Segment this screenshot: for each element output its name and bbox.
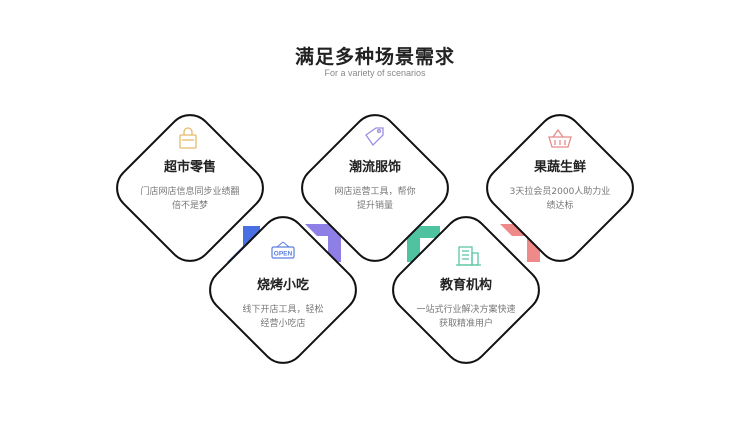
basket-icon [548, 128, 572, 148]
card-shape-bbq [209, 216, 357, 364]
connector-green [407, 226, 440, 262]
card-education[interactable]: 教育机构 一站式行业解决方案快速 获取精准用户 [396, 274, 536, 331]
page-title: 满足多种场景需求 [294, 46, 455, 68]
card-desc: 3天拉会员2000人助力业 绩达标 [490, 185, 630, 213]
card-desc: 线下开店工具，轻松 经营小吃店 [213, 303, 353, 331]
price-tag-icon [365, 127, 384, 147]
card-desc: 网店运营工具，帮你 提升销量 [305, 185, 445, 213]
card-fresh[interactable]: 果蔬生鲜 3天拉会员2000人助力业 绩达标 [490, 156, 630, 213]
card-title: 超市零售 [163, 160, 216, 175]
page-subtitle: For a variety of scenarios [324, 68, 426, 78]
card-desc-line: 3天拉会员2000人助力业 [509, 187, 611, 197]
card-shape-fresh [486, 114, 634, 262]
card-desc: 门店网店信息同步业绩翻 倍不是梦 [120, 185, 260, 213]
card-desc-line: 一站式行业解决方案快速 [416, 305, 516, 315]
card-shape-fashion [301, 114, 449, 262]
card-supermarket[interactable]: 超市零售 门店网店信息同步业绩翻 倍不是梦 [120, 156, 260, 213]
card-desc-line: 获取精准用户 [438, 319, 493, 329]
card-desc-line: 提升销量 [356, 201, 393, 211]
card-title: 教育机构 [439, 278, 492, 293]
card-desc-line: 门店网店信息同步业绩翻 [140, 187, 240, 197]
card-desc-line: 绩达标 [546, 201, 574, 211]
card-desc: 一站式行业解决方案快速 获取精准用户 [396, 303, 536, 331]
shopping-bag-icon [179, 127, 197, 149]
card-bbq[interactable]: 烧烤小吃 线下开店工具，轻松 经营小吃店 [213, 274, 353, 331]
card-desc-line: 倍不是梦 [171, 201, 208, 211]
card-title: 潮流服饰 [348, 160, 401, 175]
card-shape-education [392, 216, 540, 364]
card-desc-line: 经营小吃店 [260, 319, 306, 329]
open-sign-icon: OPEN [271, 241, 295, 259]
card-fashion[interactable]: 潮流服饰 网店运营工具，帮你 提升销量 [305, 156, 445, 213]
building-icon [456, 246, 481, 266]
connector-purple [305, 224, 341, 262]
card-desc-line: 网店运营工具，帮你 [334, 187, 416, 197]
card-desc-line: 线下开店工具，轻松 [242, 305, 324, 315]
open-sign-label: OPEN [274, 251, 293, 258]
card-title: 烧烤小吃 [256, 278, 309, 293]
card-shape-supermarket [116, 114, 264, 262]
card-title: 果蔬生鲜 [533, 160, 586, 175]
